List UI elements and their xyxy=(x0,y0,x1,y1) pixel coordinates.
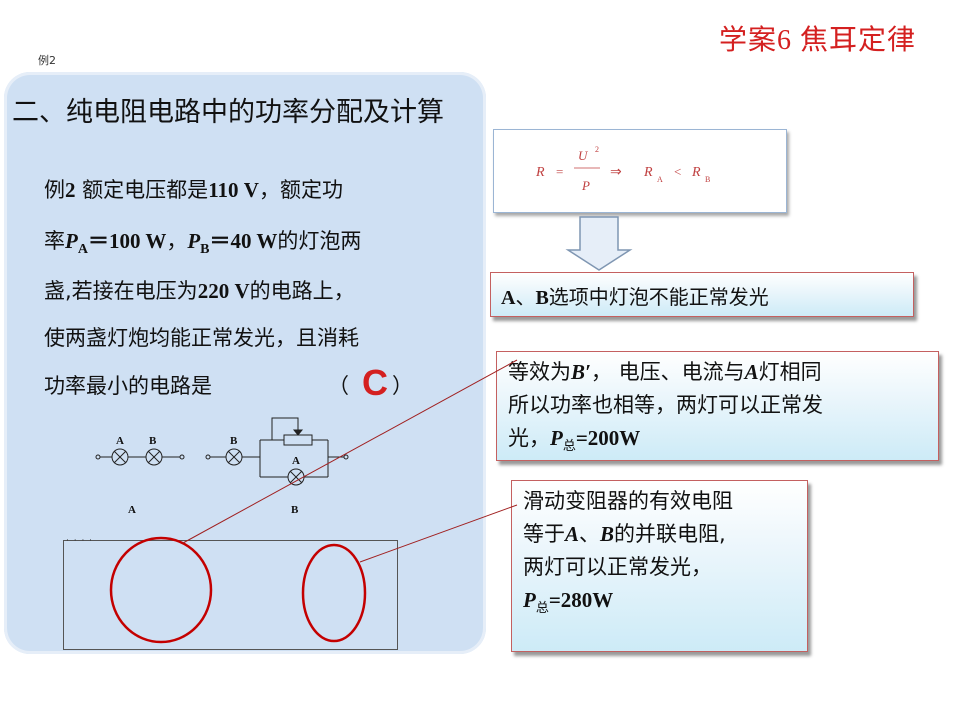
text-segment: 的并联电阻, xyxy=(614,522,726,546)
formula: R = U 2 P ⇒ R A < R B xyxy=(535,145,710,193)
text-segment: 的灯泡两 xyxy=(277,229,362,253)
symbol-p: P xyxy=(550,426,563,450)
formula-symbol: = xyxy=(556,164,563,179)
circuit-diagrams: A B A B A B xyxy=(95,417,349,516)
formula-symbol: R xyxy=(535,165,545,180)
formula-symbol: P xyxy=(581,178,590,193)
symbol-p: P xyxy=(187,229,201,253)
terminal xyxy=(179,454,185,460)
text-segment: 选项中灯泡不能正常发光 xyxy=(548,285,769,309)
callout-ab-options: A、B选项中灯泡不能正常发光 xyxy=(490,272,914,317)
text-segment: 、 xyxy=(579,522,601,546)
text-segment: 2 xyxy=(65,178,76,202)
text-segment: 盏,若接在电压为 xyxy=(44,279,198,303)
text-segment: ， 电压、电流与 xyxy=(590,360,745,384)
terminal xyxy=(205,454,211,460)
circuit-label: B xyxy=(291,504,299,516)
problem-line-2: 率PA＝100 W，PB＝40 W的灯泡两 xyxy=(44,225,361,258)
page-title: 学案6 焦耳定律 xyxy=(718,25,916,56)
callout-text: 等效为B′， 电压、电流与A灯相同 所以功率也相等，两灯可以正常发 光，P总=2… xyxy=(508,356,823,463)
text-segment: 110 V xyxy=(208,178,259,202)
implies-arrow: ⇒ xyxy=(610,165,622,180)
answer-paren-close: ） xyxy=(392,374,413,398)
text-segment: 220 V xyxy=(197,279,250,303)
callout-line: 两灯可以正常发光， xyxy=(523,555,712,579)
text-segment: 等效为 xyxy=(508,360,571,384)
callout-text: 滑动变阻器的有效电阻 等于A、B的并联电阻, 两灯可以正常发光， P总=280W xyxy=(523,485,733,625)
example-tag: 例2 xyxy=(38,54,56,67)
problem-line-1: 例2 额定电压都是110 V，额定功 xyxy=(44,174,343,204)
subscript: B xyxy=(200,242,210,258)
subscript: 总 xyxy=(535,601,549,617)
formula-symbol: R xyxy=(691,165,701,180)
formula-superscript: 2 xyxy=(595,145,599,154)
text-segment: ＝100 W xyxy=(87,229,167,253)
text-segment: A xyxy=(565,522,580,546)
text-segment: ， xyxy=(166,229,188,253)
text-segment: A xyxy=(744,360,759,384)
text-segment: 灯相同 xyxy=(758,360,822,384)
circuit-label: A xyxy=(128,504,136,516)
terminal xyxy=(343,454,349,460)
symbol-p: P xyxy=(65,229,78,253)
lamp-label: B xyxy=(149,435,157,447)
lamp-label: A xyxy=(292,455,300,467)
text-segment: ＝40 W xyxy=(209,229,278,253)
text-segment: 功率最小的电路是 xyxy=(44,374,212,398)
text-segment: =200W xyxy=(575,426,641,450)
formula-box: R = U 2 P ⇒ R A < R B xyxy=(493,129,787,213)
formula-symbol: R xyxy=(643,165,653,180)
callout-line: 滑动变阻器的有效电阻 xyxy=(523,489,733,513)
problem-line-3: 盏,若接在电压为220 V的电路上， xyxy=(44,275,355,305)
callout-line: 等于A、B的并联电阻, xyxy=(523,518,733,551)
text-segment: 例 xyxy=(44,178,65,202)
text-segment: B′ xyxy=(571,360,591,384)
callout-line: 等效为B′， 电压、电流与A灯相同 xyxy=(508,356,823,389)
text-segment: A xyxy=(501,287,516,309)
answer-paren-open: （ xyxy=(328,374,349,398)
answer-letter: C xyxy=(362,362,388,403)
options-frame xyxy=(63,540,398,650)
formula-symbol: U xyxy=(578,148,589,163)
text-segment: 率 xyxy=(44,229,65,253)
text-segment: B xyxy=(600,522,615,546)
callout-line: 所以功率也相等，两灯可以正常发 xyxy=(508,393,823,417)
frame-dots: · · · · xyxy=(66,536,94,546)
rheostat-icon xyxy=(283,434,313,446)
formula-symbol: < xyxy=(674,164,681,179)
callout-line: 光，P总=200W xyxy=(508,422,823,463)
text-segment: ，额定功 xyxy=(258,178,343,202)
text-segment: 等于 xyxy=(523,522,565,546)
formula-subscript: A xyxy=(657,175,663,184)
down-arrow-icon xyxy=(565,216,633,271)
callout-option-d: 滑动变阻器的有效电阻 等于A、B的并联电阻, 两灯可以正常发光， P总=280W xyxy=(511,480,808,652)
text-segment: 的电路上， xyxy=(249,279,355,303)
text-segment: B xyxy=(535,287,549,309)
symbol-p: P xyxy=(523,588,536,612)
problem-line-5: 功率最小的电路是 xyxy=(44,370,212,400)
callout-option-c: 等效为B′， 电压、电流与A灯相同 所以功率也相等，两灯可以正常发 光，P总=2… xyxy=(496,351,939,461)
lamp-label: A xyxy=(116,435,124,447)
subscript: 总 xyxy=(562,439,576,455)
text-segment: =280W xyxy=(548,588,614,612)
formula-subscript: B xyxy=(705,175,710,184)
subscript: A xyxy=(77,242,88,258)
callout-line: P总=280W xyxy=(523,584,733,625)
section-title: 二、纯电阻电路中的功率分配及计算 xyxy=(12,97,444,128)
problem-line-4: 使两盏灯炮均能正常发光，且消耗 xyxy=(44,326,359,350)
terminal xyxy=(95,454,101,460)
callout-text: A、B选项中灯泡不能正常发光 xyxy=(501,281,769,310)
lamp-label: B xyxy=(230,435,238,447)
text-segment: 额定电压都是 xyxy=(75,178,209,202)
text-segment: 光， xyxy=(508,426,550,450)
text-segment: 、 xyxy=(515,285,536,309)
